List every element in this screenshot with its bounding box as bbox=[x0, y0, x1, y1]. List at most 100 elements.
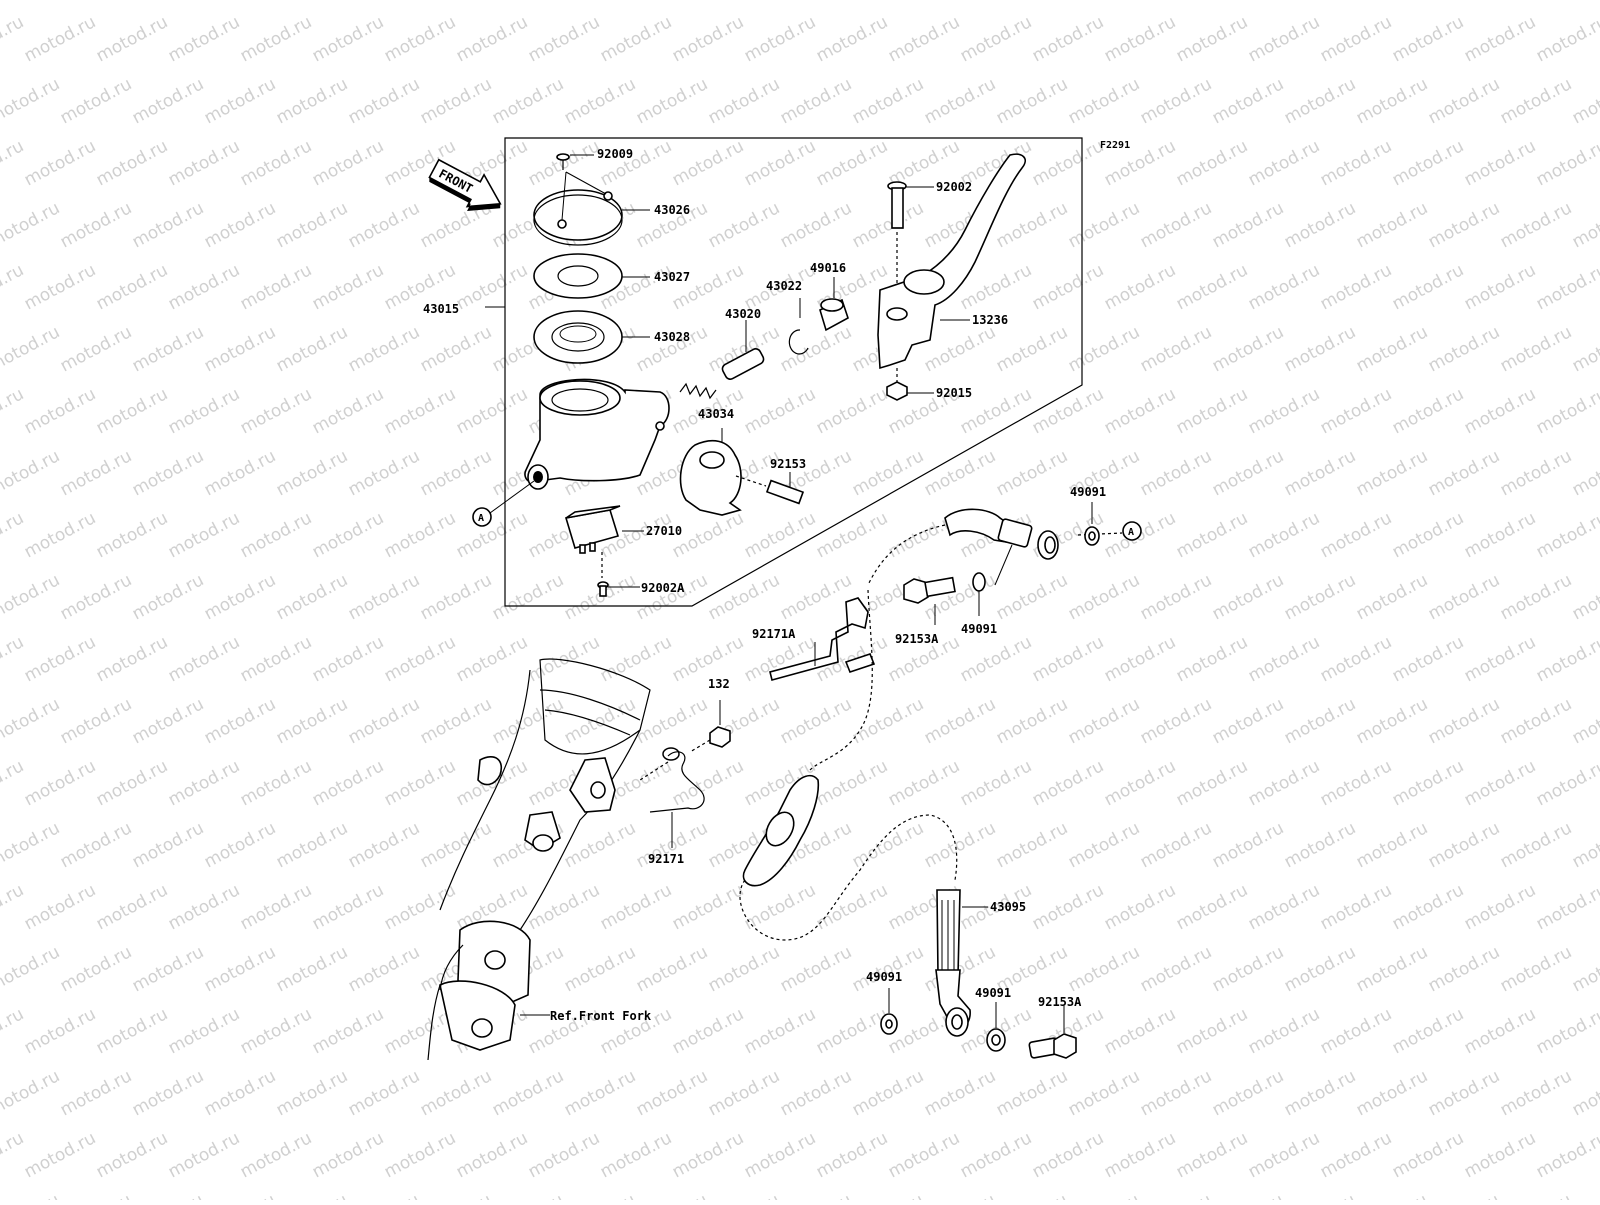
watermark-text: motod.ru bbox=[57, 1066, 135, 1120]
watermark-text: motod.ru bbox=[57, 818, 135, 872]
watermark-text: motod.ru bbox=[129, 1066, 207, 1120]
watermark-text: motod.ru bbox=[1317, 1128, 1395, 1182]
watermark-text: motod.ru bbox=[1173, 508, 1251, 562]
part-number-p132: 132 bbox=[708, 677, 730, 691]
watermark-text: motod.ru bbox=[201, 694, 279, 748]
washer-49091-d bbox=[986, 1002, 1006, 1052]
watermark-text: motod.ru bbox=[1533, 260, 1600, 314]
watermark-text: motod.ru bbox=[921, 818, 999, 872]
watermark-text: motod.ru bbox=[1569, 818, 1600, 872]
watermark-text: motod.ru bbox=[705, 942, 783, 996]
watermark-text: motod.ru bbox=[345, 942, 423, 996]
upper-hose-end bbox=[867, 508, 1059, 586]
watermark-text: motod.ru bbox=[57, 0, 135, 4]
watermark-text: motod.ru bbox=[1353, 198, 1431, 252]
diaphragm-43028 bbox=[533, 310, 650, 364]
watermark-text: motod.ru bbox=[1497, 0, 1575, 4]
watermark-text: motod.ru bbox=[453, 1128, 531, 1182]
watermark-text: motod.ru bbox=[669, 136, 747, 190]
part-number-p92009: 92009 bbox=[597, 147, 633, 161]
watermark-text: motod.ru bbox=[1569, 198, 1600, 252]
watermark-text: motod.ru bbox=[273, 942, 351, 996]
watermark-text: motod.ru bbox=[345, 818, 423, 872]
watermark-text: motod.ru bbox=[1245, 136, 1323, 190]
watermark-text: motod.ru bbox=[633, 570, 711, 624]
watermark-text: motod.ru bbox=[741, 1004, 819, 1058]
watermark-text: motod.ru bbox=[0, 384, 27, 438]
watermark-text: motod.ru bbox=[1497, 570, 1575, 624]
watermark-text: motod.ru bbox=[345, 570, 423, 624]
watermark-text: motod.ru bbox=[813, 136, 891, 190]
watermark-text: motod.ru bbox=[1281, 942, 1359, 996]
watermark-text: motod.ru bbox=[1209, 446, 1287, 500]
watermark-text: motod.ru bbox=[525, 136, 603, 190]
watermark-text: motod.ru bbox=[1209, 942, 1287, 996]
watermark-text: motod.ru bbox=[1569, 942, 1600, 996]
watermark-text: motod.ru bbox=[1209, 0, 1287, 4]
part-number-p92002: 92002 bbox=[936, 180, 972, 194]
pivot-bolt-92002 bbox=[887, 181, 934, 292]
watermark-text: motod.ru bbox=[417, 694, 495, 748]
watermark-text: motod.ru bbox=[705, 1190, 783, 1200]
watermark-text: motod.ru bbox=[1137, 1066, 1215, 1120]
watermark-text: motod.ru bbox=[453, 384, 531, 438]
watermark-text: motod.ru bbox=[381, 880, 459, 934]
watermark-text: motod.ru bbox=[0, 322, 63, 376]
watermark-text: motod.ru bbox=[1425, 570, 1503, 624]
watermark-text: motod.ru bbox=[489, 570, 567, 624]
watermark-text: motod.ru bbox=[0, 1190, 63, 1200]
watermark-text: motod.ru bbox=[597, 1128, 675, 1182]
watermark-text: motod.ru bbox=[165, 260, 243, 314]
watermark-text: motod.ru bbox=[669, 756, 747, 810]
watermark-text: motod.ru bbox=[1569, 0, 1600, 4]
watermark-text: motod.ru bbox=[1425, 1066, 1503, 1120]
watermark-text: motod.ru bbox=[1425, 0, 1503, 4]
watermark-text: motod.ru bbox=[201, 0, 279, 4]
watermark-text: motod.ru bbox=[1029, 136, 1107, 190]
part-number-p43015: 43015 bbox=[423, 302, 459, 316]
watermark-text: motod.ru bbox=[453, 260, 531, 314]
watermark-text: motod.ru bbox=[21, 508, 99, 562]
part-number-p43028: 43028 bbox=[654, 330, 690, 344]
watermark-text: motod.ru bbox=[0, 570, 63, 624]
watermark-text: motod.ru bbox=[57, 198, 135, 252]
bracket-92171A bbox=[769, 597, 876, 681]
watermark-text: motod.ru bbox=[21, 1004, 99, 1058]
watermark-text: motod.ru bbox=[237, 632, 315, 686]
part-number-p13236: 13236 bbox=[972, 313, 1008, 327]
watermark-text: motod.ru bbox=[273, 818, 351, 872]
watermark-text: motod.ru bbox=[1425, 198, 1503, 252]
front-fork bbox=[427, 658, 651, 1061]
watermark-text: motod.ru bbox=[93, 632, 171, 686]
watermark-text: motod.ru bbox=[777, 198, 855, 252]
watermark-text: motod.ru bbox=[93, 756, 171, 810]
watermark-text: motod.ru bbox=[633, 0, 711, 4]
watermark-text: motod.ru bbox=[1137, 1190, 1215, 1200]
watermark-text: motod.ru bbox=[741, 1128, 819, 1182]
watermark-text: motod.ru bbox=[165, 1004, 243, 1058]
watermark-text: motod.ru bbox=[1101, 1128, 1179, 1182]
watermark-text: motod.ru bbox=[1281, 0, 1359, 4]
watermark-text: motod.ru bbox=[1497, 942, 1575, 996]
part-number-p92171: 92171 bbox=[648, 852, 684, 866]
watermark-text: motod.ru bbox=[309, 384, 387, 438]
watermark-text: motod.ru bbox=[525, 12, 603, 66]
watermark-text: motod.ru bbox=[957, 632, 1035, 686]
watermark-text: motod.ru bbox=[165, 1128, 243, 1182]
watermark-text: motod.ru bbox=[165, 756, 243, 810]
watermark-text: motod.ru bbox=[1245, 260, 1323, 314]
watermark-text: motod.ru bbox=[1533, 508, 1600, 562]
watermark-text: motod.ru bbox=[309, 136, 387, 190]
connector-a-left: A bbox=[472, 507, 492, 527]
watermark-text: motod.ru bbox=[705, 1066, 783, 1120]
watermark-text: motod.ru bbox=[669, 880, 747, 934]
watermark-text: motod.ru bbox=[1533, 136, 1600, 190]
watermark-text: motod.ru bbox=[201, 942, 279, 996]
watermark-text: motod.ru bbox=[1137, 942, 1215, 996]
watermark-text: motod.ru bbox=[57, 74, 135, 128]
watermark-text: motod.ru bbox=[201, 322, 279, 376]
watermark-text: motod.ru bbox=[1281, 1190, 1359, 1200]
watermark-text: motod.ru bbox=[1281, 694, 1359, 748]
watermark-text: motod.ru bbox=[417, 570, 495, 624]
